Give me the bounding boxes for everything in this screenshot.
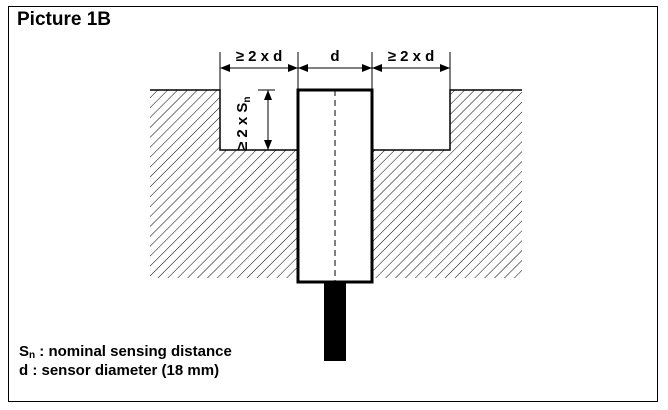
legend-sn-symbol: S <box>19 343 30 360</box>
legend-sensing-distance: Sn : nominal sensing distance <box>19 343 232 361</box>
label-left-gap: ≥ 2 x d <box>236 48 283 65</box>
arrowhead-depth-bottom <box>264 140 272 150</box>
label-depth-subscript: n <box>242 96 253 102</box>
legend-sn-subscript: n <box>29 350 36 361</box>
arrowhead-right-gap-start <box>372 64 382 72</box>
figure-frame: Picture 1B Sn : nominal sensing distance… <box>8 6 658 402</box>
label-diameter: d <box>330 48 339 65</box>
legend-sn-text: : nominal sensing distance <box>35 343 232 360</box>
label-depth-main: ≥ 2 x S <box>234 103 251 150</box>
arrowhead-depth-top <box>264 90 272 100</box>
label-depth: ≥ 2 x Sn <box>234 96 253 150</box>
arrowhead-diameter-start <box>298 64 308 72</box>
arrowhead-left-gap-start <box>220 64 230 72</box>
label-right-gap: ≥ 2 x d <box>388 48 435 65</box>
figure-title: Picture 1B <box>17 9 111 30</box>
arrowhead-diameter-end <box>362 64 372 72</box>
arrowhead-right-gap-end <box>440 64 450 72</box>
sensor-cable <box>324 283 346 361</box>
arrowhead-left-gap-end <box>288 64 298 72</box>
legend-diameter: d : sensor diameter (18 mm) <box>19 362 220 379</box>
